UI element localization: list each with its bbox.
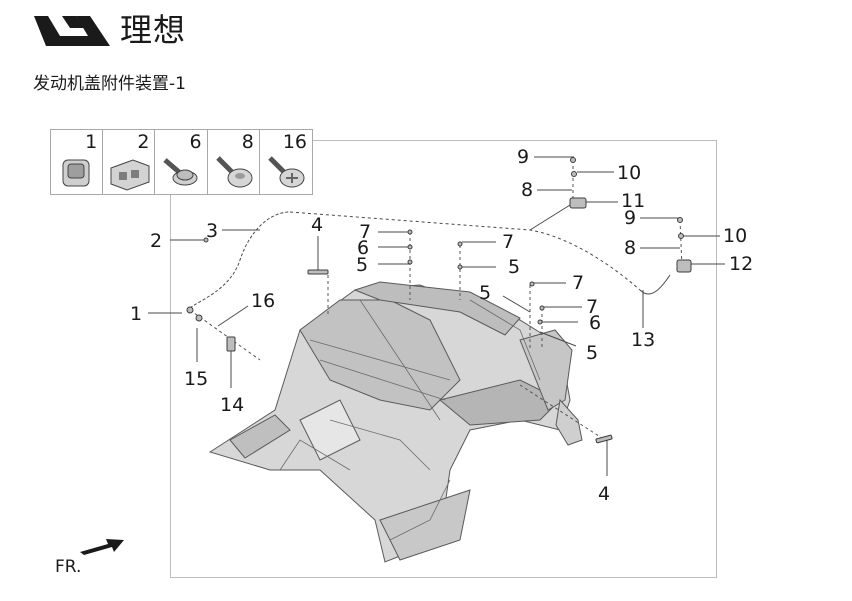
callout-6: 6	[589, 312, 602, 334]
callout-7: 7	[502, 231, 515, 253]
callout-7: 7	[572, 272, 585, 294]
legend-cell-8: 8	[208, 130, 260, 194]
callout-11: 11	[621, 190, 646, 212]
legend-cell-6: 6	[155, 130, 208, 194]
callout-9: 9	[624, 207, 637, 229]
page-title: 发动机盖附件装置-1	[33, 74, 186, 94]
legend-part-number: 6	[189, 131, 202, 153]
legend-part-number: 1	[85, 131, 98, 153]
callout-8: 8	[521, 179, 534, 201]
phillips-screw-icon	[268, 156, 305, 188]
legend-cell-1: 1	[51, 130, 104, 194]
li-auto-logo-icon	[34, 16, 110, 46]
callout-15: 15	[184, 368, 209, 390]
callout-7: 7	[586, 296, 599, 318]
front-direction-label: FR.	[55, 557, 82, 577]
callout-16: 16	[251, 290, 276, 312]
legend-cell-2: 2	[103, 130, 156, 194]
callout-6: 6	[357, 237, 370, 259]
legend-part-number: 2	[137, 131, 150, 153]
callout-12: 12	[729, 253, 754, 275]
callout-14: 14	[220, 394, 245, 416]
legend-part-number: 16	[282, 131, 307, 153]
legend-cell-16: 16	[260, 130, 312, 194]
callout-8: 8	[624, 237, 637, 259]
callout-3: 3	[206, 220, 219, 242]
callout-1: 1	[130, 303, 143, 325]
brand-name: 理想	[120, 11, 187, 49]
callout-10: 10	[617, 162, 642, 184]
round-head-screw-icon	[215, 156, 253, 188]
part-glyphs	[186, 157, 692, 444]
callout-4: 4	[598, 483, 611, 505]
rear-body-structure	[208, 281, 583, 563]
flange-bolt-icon	[163, 158, 198, 186]
parts-legend-table: 1 2 6 8 16	[50, 129, 313, 195]
front-direction-arrow-icon	[80, 539, 124, 555]
callout-5: 5	[356, 254, 369, 276]
callout-5: 5	[586, 342, 599, 364]
callout-2: 2	[150, 230, 163, 252]
bracket-clip-icon	[110, 159, 150, 191]
callout-5: 5	[508, 256, 521, 278]
callout-4: 4	[311, 214, 324, 236]
callout-10: 10	[723, 225, 748, 247]
callout-9: 9	[517, 146, 530, 168]
diagram-frame	[170, 140, 717, 578]
callout-leader-lines	[148, 156, 725, 476]
callout-13: 13	[631, 329, 656, 351]
callout-5: 5	[479, 282, 492, 304]
callout-7: 7	[359, 221, 372, 243]
legend-part-number: 8	[241, 131, 254, 153]
square-grommet-icon	[62, 159, 90, 187]
structure-detail-lines	[279, 299, 541, 541]
